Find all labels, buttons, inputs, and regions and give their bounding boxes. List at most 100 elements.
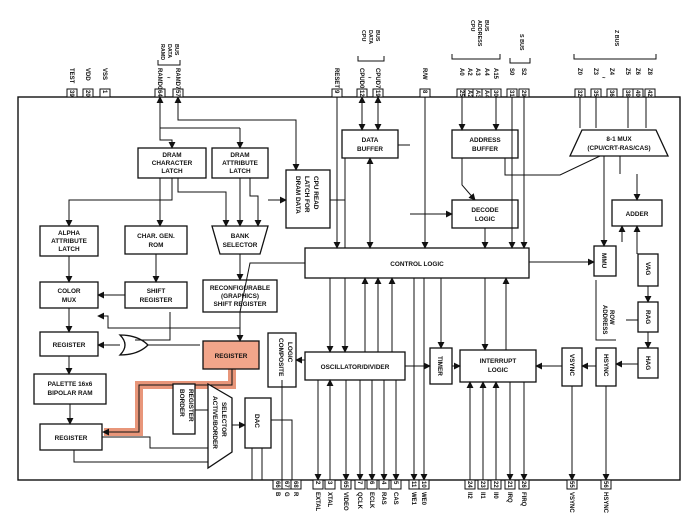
pin-number: 20 bbox=[84, 90, 90, 97]
pin-number-box bbox=[606, 88, 618, 98]
svg-text:SELECTOR: SELECTOR bbox=[220, 402, 227, 437]
pin-number: 26 bbox=[520, 481, 526, 488]
pin-number-box bbox=[82, 88, 94, 98]
pin-number: 66 bbox=[274, 481, 280, 488]
svg-text:BUS: BUS bbox=[374, 30, 380, 42]
pin-number: 31 bbox=[508, 90, 514, 97]
data-buffer: DATA BUFFER bbox=[341, 129, 399, 159]
pin-number: 7 bbox=[356, 481, 362, 485]
svg-text:LATCH: LATCH bbox=[58, 246, 80, 253]
svg-text:VAG: VAG bbox=[644, 262, 651, 275]
pin-name: VSS bbox=[101, 68, 107, 80]
svg-text:BUS: BUS bbox=[173, 44, 179, 56]
svg-text:ADDER: ADDER bbox=[626, 211, 649, 218]
dram-character-latch: DRAM CHARACTER LATCH bbox=[137, 147, 207, 179]
pin-number: 4 bbox=[380, 481, 386, 485]
pin-number: 39 bbox=[68, 90, 74, 97]
svg-text:PALETTE 16x6: PALETTE 16x6 bbox=[48, 381, 93, 388]
pin-name: FIRQ bbox=[520, 492, 526, 507]
pin-number: A3 bbox=[474, 90, 480, 98]
pin-name: Z6 bbox=[634, 68, 640, 76]
svg-text:COLOR: COLOR bbox=[57, 288, 80, 295]
svg-text:BUFFER: BUFFER bbox=[357, 146, 383, 153]
svg-text:DRAM: DRAM bbox=[162, 152, 181, 159]
cpud-tilde: ~ bbox=[368, 76, 372, 82]
palette-ram: PALETTE 16x6 BIPOLAR RAM bbox=[33, 373, 107, 405]
svg-text:OSCILLATOR/DIVIDER: OSCILLATOR/DIVIDER bbox=[321, 364, 390, 371]
border-register: BORDER REGISTER bbox=[172, 383, 196, 435]
pin-number: 10 bbox=[420, 481, 426, 488]
pin-number-box bbox=[644, 88, 656, 98]
pin-number-box bbox=[66, 88, 78, 98]
interrupt-logic: INTERRUPT LOGIC bbox=[459, 349, 537, 383]
pin-name: Z0 bbox=[576, 68, 582, 76]
register-highlighted: REGISTER bbox=[202, 340, 260, 370]
bottom-pins: 66B67G68R2EXTAL3XTAL65VIDEO7QCLK6ECLK4RA… bbox=[272, 479, 612, 514]
svg-text:SHIFT REGISTER: SHIFT REGISTER bbox=[214, 301, 267, 308]
svg-text:MUX: MUX bbox=[62, 297, 77, 304]
pin-number: 3 bbox=[326, 481, 332, 485]
svg-text:CONTROL LOGIC: CONTROL LOGIC bbox=[390, 261, 444, 268]
pin-number: A2 bbox=[466, 90, 472, 98]
pin-number: 9 bbox=[333, 90, 339, 94]
pin-name: A2 bbox=[466, 68, 472, 76]
svg-text:RECONFIGURABLE: RECONFIGURABLE bbox=[210, 285, 271, 292]
pin-name: CPUD7 bbox=[374, 68, 380, 89]
pin-name: S0 bbox=[508, 68, 514, 76]
pin-name: VIDEO bbox=[342, 492, 348, 511]
pin-number: 38 bbox=[624, 90, 630, 97]
svg-text:LATCH FOR: LATCH FOR bbox=[303, 176, 310, 213]
svg-text:S BUS: S BUS bbox=[518, 34, 524, 51]
svg-text:BANK: BANK bbox=[231, 233, 250, 240]
svg-text:DRAM DATA: DRAM DATA bbox=[294, 176, 301, 214]
svg-text:REGISTER: REGISTER bbox=[55, 435, 88, 442]
pin-number: 68 bbox=[292, 481, 298, 488]
dram-data-latch-cpu-read: DRAM DATA LATCH FOR CPU READ bbox=[285, 169, 331, 229]
pin-name: RESET bbox=[333, 68, 339, 88]
pin-reset: 9 RESET bbox=[331, 68, 343, 98]
svg-text:DATA: DATA bbox=[362, 137, 379, 144]
svg-text:LATCH: LATCH bbox=[229, 168, 251, 175]
dram-attribute-latch: DRAM ATTRIBUTE LATCH bbox=[211, 147, 269, 179]
control-logic: CONTROL LOGIC bbox=[304, 247, 530, 279]
svg-text:INTERRUPT: INTERRUPT bbox=[480, 358, 517, 365]
pin-number-box bbox=[632, 88, 644, 98]
pin-number: 55 bbox=[568, 481, 574, 488]
svg-text:ALPHA: ALPHA bbox=[58, 230, 80, 237]
pin-name: VSYNC bbox=[568, 492, 574, 513]
pin-name: A0 bbox=[458, 68, 464, 76]
svg-text:DAC: DAC bbox=[253, 414, 260, 428]
svg-text:8-1 MUX: 8-1 MUX bbox=[606, 136, 632, 143]
pin-number: 6 bbox=[368, 481, 374, 485]
pin-name: TEST bbox=[68, 68, 74, 84]
pin-name: VDD bbox=[84, 68, 90, 81]
svg-text:LOGIC: LOGIC bbox=[475, 216, 496, 223]
register-lower: REGISTER bbox=[39, 423, 103, 451]
svg-text:ATTRIBUTE: ATTRIBUTE bbox=[222, 160, 258, 167]
pin-number: 23 bbox=[479, 481, 485, 488]
pin-s0: 31 S0 bbox=[506, 68, 518, 98]
svg-text:REGISTER: REGISTER bbox=[140, 297, 173, 304]
pin-number-box bbox=[290, 479, 302, 490]
cpu-address-bus-label: CPU ADDRESS BUS bbox=[451, 20, 501, 60]
svg-text:LOGIC: LOGIC bbox=[286, 342, 293, 363]
pin-number: 64 bbox=[156, 90, 162, 97]
svg-text:REGISTER: REGISTER bbox=[215, 353, 248, 360]
svg-text:CPU READ: CPU READ bbox=[312, 176, 319, 210]
vsync-block: VSYNC bbox=[561, 347, 583, 387]
svg-text:BUFFER: BUFFER bbox=[472, 146, 498, 153]
pin-name: QCLK bbox=[356, 492, 362, 510]
